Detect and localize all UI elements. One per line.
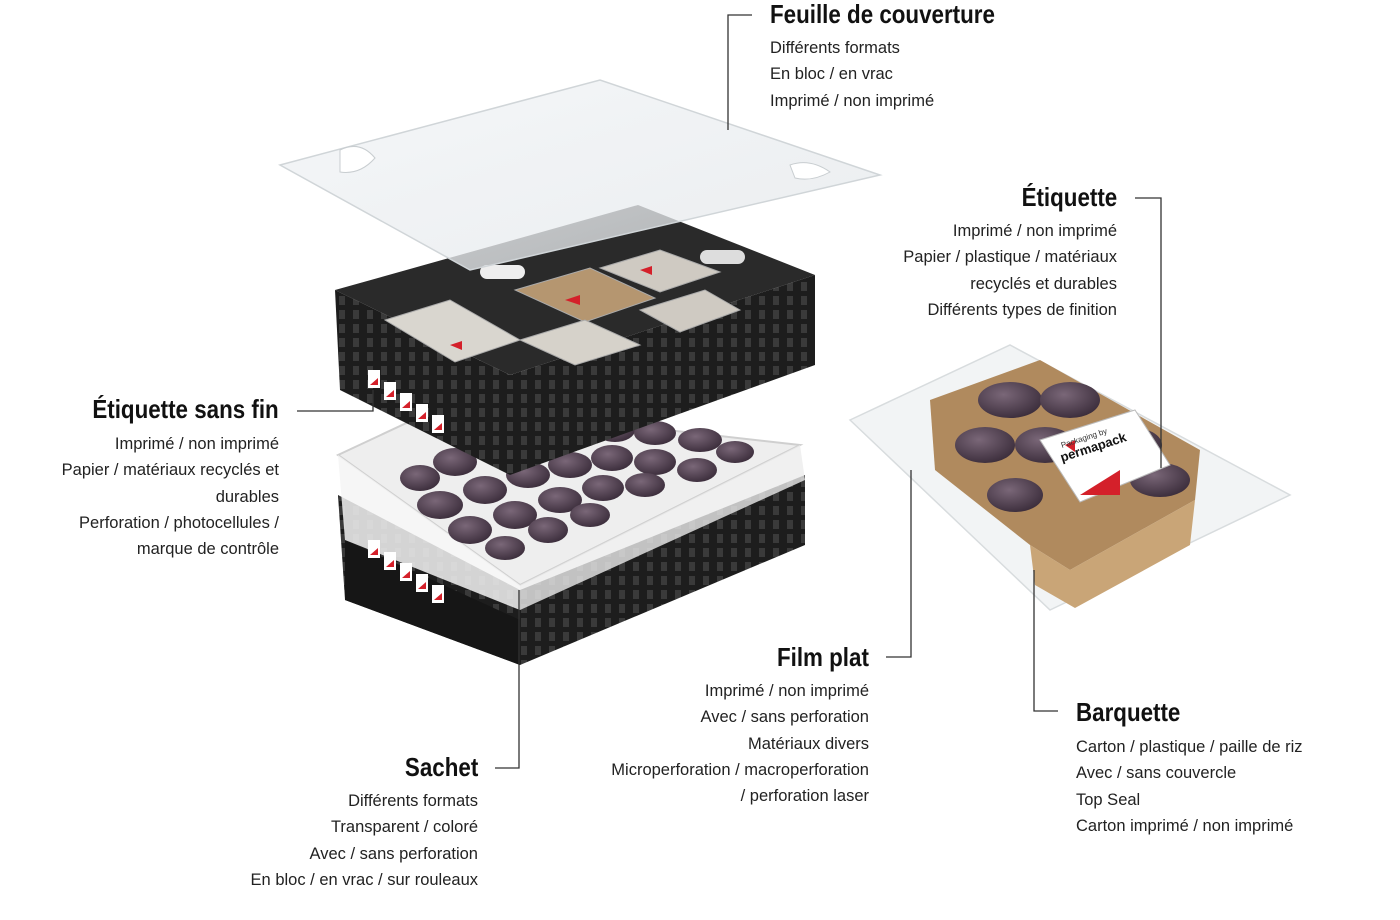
leader-etiquette-sans-fin	[297, 390, 374, 412]
etiquette-sans-fin-line: Papier / matériaux recyclés et	[61, 461, 279, 480]
film-plat-line: Matériaux divers	[747, 734, 869, 753]
sachet-description: Différents formats Transparent / coloré …	[251, 788, 478, 893]
barquette-line: Carton / plastique / paille de riz	[1076, 738, 1303, 756]
leader-film-plat	[886, 470, 912, 658]
sachet-title: Sachet	[404, 752, 478, 782]
barquette-line: Carton imprimé / non imprimé	[1076, 816, 1294, 835]
cover-sheet	[278, 79, 883, 271]
etiquette-sans-fin-line: Imprimé / non imprimé	[114, 435, 279, 453]
etiquette-description: Imprimé / non imprimé Papier / plastique…	[903, 218, 1117, 323]
film-plat-line: Avec / sans perforation	[700, 708, 869, 727]
leader-sachet	[495, 590, 520, 769]
feuille-title: Feuille de couverture	[770, 0, 995, 29]
barquette-line: Top Seal	[1076, 790, 1141, 809]
barquette-line: Avec / sans couvercle	[1076, 764, 1237, 783]
etiquette-line: Papier / plastique / matériaux	[903, 248, 1117, 267]
feuille-line: Imprimé / non imprimé	[770, 91, 935, 110]
flow-pack	[848, 344, 1292, 611]
sachet-line: En bloc / en vrac / sur rouleaux	[250, 870, 478, 889]
film-plat-line: Imprimé / non imprimé	[704, 682, 869, 700]
sachet-line: Différents formats	[348, 792, 478, 810]
feuille-line: Différents formats	[770, 39, 900, 57]
etiquette-sans-fin-line: Perforation / photocellules /	[79, 513, 279, 532]
film-plat-description: Imprimé / non imprimé Avec / sans perfor…	[611, 678, 869, 809]
etiquette-sans-fin-title: Étiquette sans fin	[92, 394, 279, 424]
feuille-line: En bloc / en vrac	[770, 65, 893, 84]
film-plat-line: Microperforation / macroperforation	[611, 760, 869, 779]
sachet-line: Avec / sans perforation	[309, 844, 478, 863]
upper-crate-packs	[383, 249, 742, 366]
etiquette-line: Imprimé / non imprimé	[952, 222, 1117, 240]
etiquette-sans-fin-line: durables	[215, 487, 279, 506]
leader-etiquette	[1135, 197, 1162, 468]
lower-crate-labels	[368, 540, 444, 603]
feuille-description: Différents formats En bloc / en vrac Imp…	[770, 35, 934, 114]
upper-crate-labels	[368, 370, 444, 433]
leader-lines	[297, 14, 1162, 769]
etiquette-sans-fin-description: Imprimé / non imprimé Papier / matériaux…	[62, 431, 279, 562]
barquette-description: Carton / plastique / paille de riz Avec …	[1076, 734, 1303, 839]
film-plat-line: / perforation laser	[740, 787, 869, 806]
etiquette-line: Différents types de finition	[927, 300, 1117, 319]
etiquette-title: Étiquette	[1021, 182, 1117, 212]
leader-barquette	[1033, 570, 1058, 712]
film-plat-title: Film plat	[777, 642, 869, 672]
leader-feuille	[727, 14, 752, 130]
etiquette-line: recyclés et durables	[970, 274, 1117, 293]
etiquette-sans-fin-line: marque de contrôle	[136, 540, 279, 559]
barquette-title: Barquette	[1076, 697, 1181, 727]
sachet-line: Transparent / coloré	[330, 818, 478, 837]
